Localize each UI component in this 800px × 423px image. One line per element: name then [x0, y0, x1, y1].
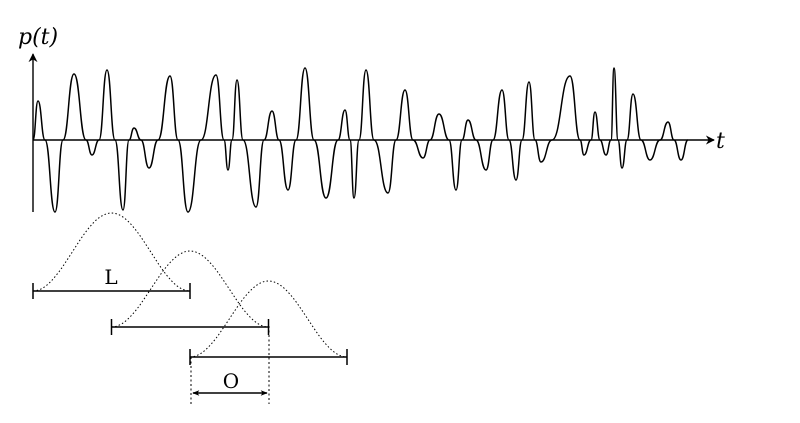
frame-bars: [32, 283, 348, 365]
window-curve-3: [189, 280, 348, 358]
window-curve-2: [111, 250, 269, 328]
frame-length-label: L: [104, 265, 117, 289]
y-axis-label: p(t): [18, 25, 58, 50]
overlap-label: O: [223, 369, 239, 393]
window-curve-1: [32, 212, 191, 292]
signal-waveform: [32, 67, 689, 213]
x-axis-label: t: [716, 129, 725, 154]
